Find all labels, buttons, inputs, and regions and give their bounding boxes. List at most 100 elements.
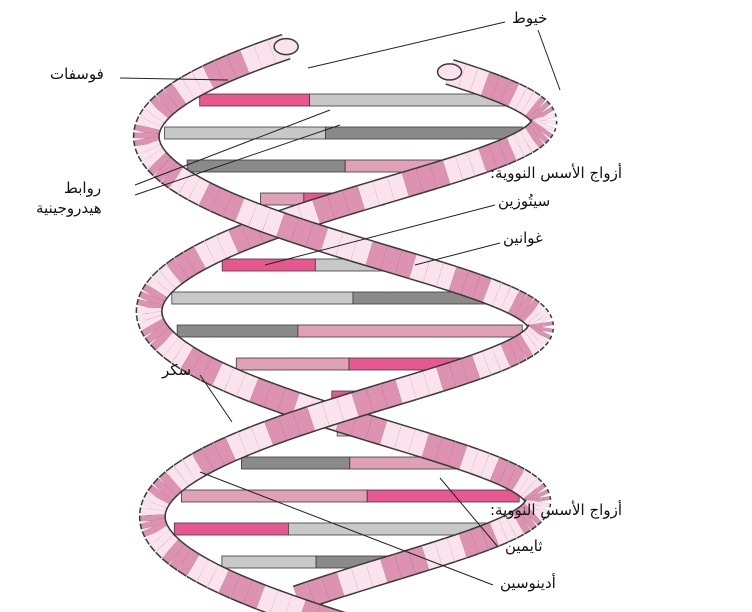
strand-b-segment [538, 330, 540, 334]
strand-a-segment [268, 395, 282, 400]
strand-b-segment [148, 122, 150, 128]
strand-b-segment [149, 150, 152, 156]
strand-a-segment [179, 353, 187, 358]
strand-b-segment [164, 99, 171, 105]
strand-b-segment [198, 459, 208, 464]
strand-b-segment [476, 363, 487, 367]
base-left [222, 259, 315, 271]
strand-b-segment [311, 414, 326, 419]
strand-b-segment [497, 294, 506, 298]
strand-a-segment [503, 149, 512, 153]
strand-a-segment [391, 185, 406, 189]
strand-a-segment [149, 313, 150, 319]
strand-a-segment [518, 519, 524, 523]
strand-b-segment [427, 379, 440, 383]
strand-b-segment [227, 205, 239, 210]
strand-a-segment [536, 131, 540, 135]
strand-a-segment [533, 106, 537, 110]
strand-a-segment [369, 428, 384, 432]
strand-b-segment [540, 323, 541, 327]
strand-b-segment [171, 94, 179, 100]
strand-a-segment [425, 445, 438, 449]
strand-a-segment [301, 212, 316, 217]
strand-b-segment [181, 470, 189, 475]
strand-b-segment [413, 266, 427, 270]
strand-b-segment [527, 341, 532, 345]
strand-b-segment [465, 283, 476, 287]
strand-b-segment [261, 597, 274, 602]
strand-b-segment [220, 67, 232, 72]
strand-b-segment [384, 392, 398, 396]
strand-a-segment [316, 207, 331, 212]
strand-b-segment [255, 434, 268, 439]
strand-a-segment [451, 454, 463, 458]
base-left [172, 292, 353, 304]
strand-a-segment [511, 523, 518, 527]
strand-a-segment [233, 236, 246, 241]
strand-a-segment [361, 193, 376, 197]
strand-a-segment [152, 325, 155, 331]
strand-b-segment [440, 375, 453, 379]
strand-b-segment [340, 405, 355, 410]
strand-a-segment [217, 374, 229, 379]
strand-a-segment [504, 473, 512, 477]
strand-a-segment [433, 172, 446, 176]
strand-b-segment [532, 337, 536, 341]
strand-b-segment [160, 538, 165, 544]
base-left [200, 94, 310, 106]
strand-b-segment [165, 543, 171, 549]
strand-b-segment [506, 298, 514, 302]
label-hydrogen-bonds-line1: روابط [64, 180, 101, 197]
strand-a-segment [494, 530, 503, 534]
strand-a-segment [246, 231, 259, 236]
strand-b-segment [146, 138, 147, 144]
label-strands: خيوط [512, 10, 547, 27]
strand-a-segment [474, 538, 484, 542]
strand-b-segment [170, 549, 177, 555]
strand-b-segment [159, 105, 165, 111]
strand-b-segment [153, 521, 154, 527]
strand-b-segment [413, 383, 427, 387]
strand-b-segment [154, 110, 159, 116]
strand-a-segment [241, 385, 254, 390]
strand-b-segment [384, 258, 399, 262]
base-left [222, 556, 316, 568]
strand-b-segment [487, 290, 497, 294]
strand-a-segment [540, 127, 542, 131]
strand-b-segment [440, 275, 453, 279]
strand-a-segment [311, 589, 325, 594]
strand-b-segment [155, 498, 158, 504]
strand-a-segment [446, 168, 459, 172]
strand-b-segment [399, 262, 413, 266]
strand-b-segment [513, 348, 520, 352]
strand-b-segment [399, 387, 413, 391]
strand-a-segment [346, 198, 361, 203]
strand-b-segment [370, 396, 385, 400]
strand-b-segment [193, 565, 202, 570]
strand-a-segment [462, 76, 474, 80]
label-sugar: سكر [162, 362, 191, 379]
base-left [165, 127, 326, 139]
strand-b-segment [536, 334, 539, 338]
label-hydrogen-bonds-line2: هيدروجينية [36, 200, 102, 217]
strand-b-segment [204, 194, 215, 199]
strand-b-segment [168, 481, 174, 487]
strand-a-segment [398, 562, 412, 566]
strand-b-segment [539, 320, 541, 324]
strand-b-segment [157, 161, 162, 167]
strand-b-segment [324, 240, 339, 245]
base-left [261, 193, 304, 205]
strand-a-segment [210, 247, 221, 252]
strand-a-segment [155, 330, 159, 336]
strand-b-segment [540, 327, 541, 331]
base-left [177, 325, 298, 337]
base-left [241, 457, 349, 469]
strand-a-segment [538, 110, 541, 114]
strand-a-segment [543, 117, 544, 121]
strand-b-segment [245, 57, 258, 62]
leader-line [308, 22, 505, 68]
strand-b-segment [505, 352, 513, 356]
strand-b-segment [536, 316, 539, 320]
strand-b-segment [203, 571, 213, 576]
strand-b-segment [154, 526, 156, 532]
